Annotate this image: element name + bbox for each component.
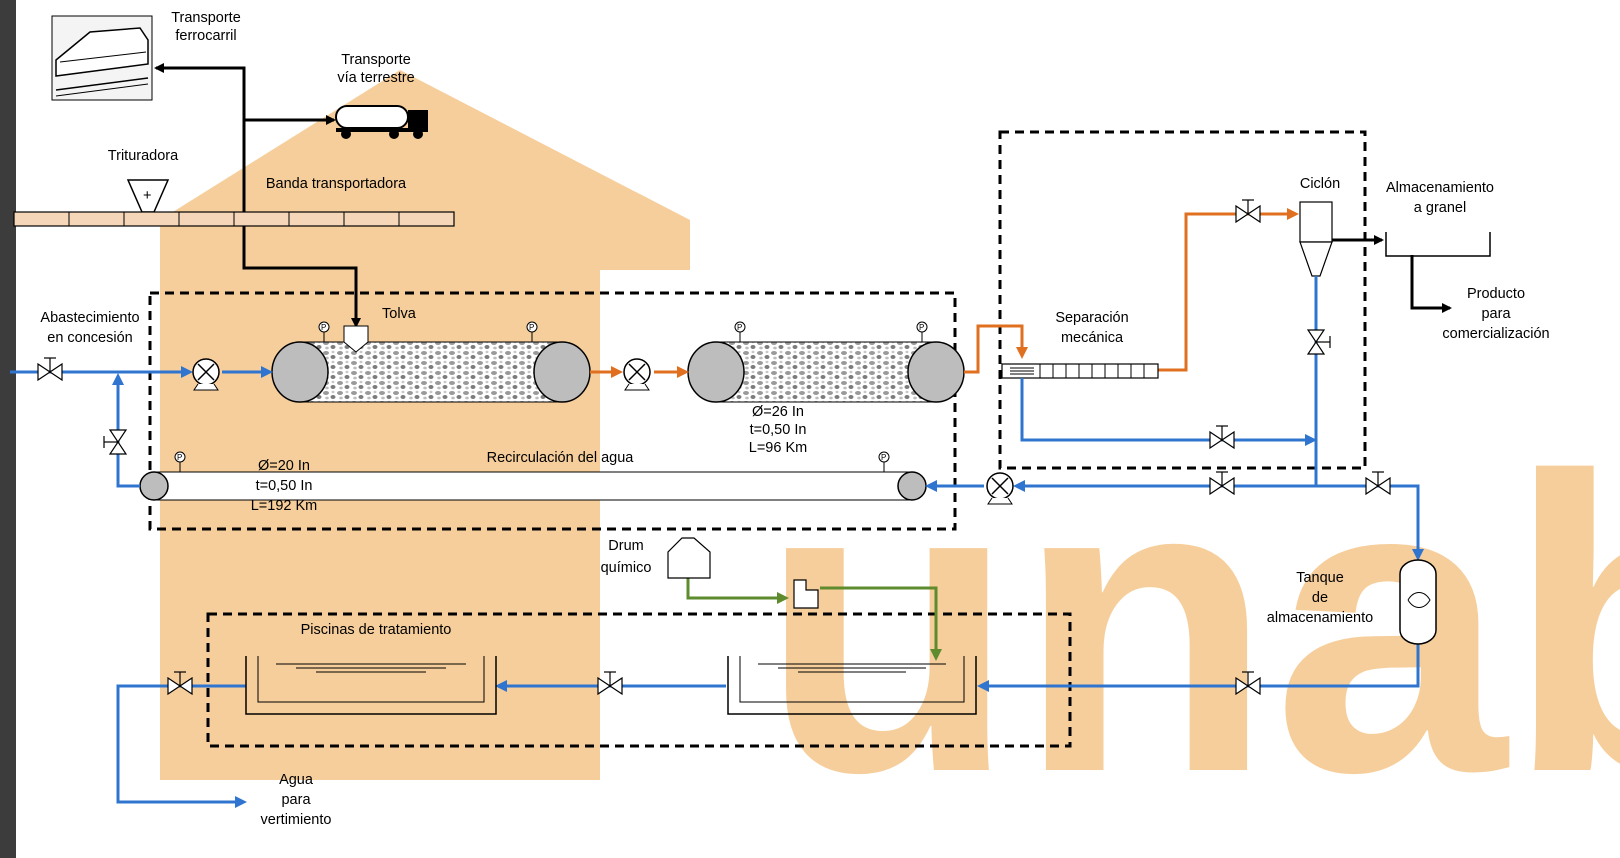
label-product-1: Producto xyxy=(1467,286,1525,302)
pump-icon xyxy=(624,359,650,390)
valve-icon xyxy=(1308,330,1330,354)
train-icon xyxy=(52,16,152,100)
label-tank-1: Tanque xyxy=(1296,570,1344,586)
label-separation-2: mecánica xyxy=(1061,330,1124,346)
label-ponds: Piscinas de tratamiento xyxy=(301,622,452,638)
gauge-label: P xyxy=(529,323,534,332)
label-product-3: comercialización xyxy=(1442,326,1549,342)
gauge-label: P xyxy=(881,453,886,462)
gauge-label: P xyxy=(737,323,742,332)
label-pipe2-length: L=192 Km xyxy=(251,498,318,514)
valve-icon xyxy=(1236,200,1260,222)
label-supply-2: en concesión xyxy=(47,330,132,346)
label-pipe2-diameter: Ø=20 In xyxy=(258,458,310,474)
label-separation-1: Separación xyxy=(1055,310,1128,326)
label-crusher: Trituradora xyxy=(108,148,179,164)
label-recirculation: Recirculación del agua xyxy=(487,450,635,466)
label-product-2: para xyxy=(1481,306,1511,322)
valve-icon xyxy=(104,430,126,454)
pressure-gauge: P xyxy=(917,322,927,342)
chemical-drum xyxy=(668,538,710,578)
label-water-2: para xyxy=(281,792,311,808)
crusher-symbol: + xyxy=(143,188,151,204)
label-pipe1-thickness: t=0,50 In xyxy=(750,422,807,438)
cyclone xyxy=(1300,202,1332,276)
pump-icon xyxy=(987,473,1013,504)
label-hopper: Tolva xyxy=(382,306,417,322)
separation-to-cyclone xyxy=(1158,214,1296,370)
label-train-2: ferrocarril xyxy=(175,28,236,44)
storage-to-product xyxy=(1412,255,1450,308)
label-drum-1: Drum xyxy=(608,538,643,554)
watermark-text: unab xyxy=(760,391,1620,858)
label-pipe1-length: L=96 Km xyxy=(749,440,807,456)
label-storage-2: a granel xyxy=(1414,200,1466,216)
gauge-label: P xyxy=(177,453,182,462)
bulk-storage xyxy=(1386,232,1490,256)
label-water-1: Agua xyxy=(279,772,314,788)
label-train-1: Transporte xyxy=(171,10,241,26)
pump-icon xyxy=(193,359,219,390)
label-cyclone: Ciclón xyxy=(1300,176,1340,192)
label-truck-2: vía terrestre xyxy=(337,70,414,86)
slurry-pipeline-2 xyxy=(688,342,964,402)
label-conveyor: Banda transportadora xyxy=(266,176,407,192)
crusher-hopper: + xyxy=(128,180,168,212)
label-water-3: vertimiento xyxy=(261,812,332,828)
storage-tank xyxy=(1400,560,1436,644)
label-drum-2: químico xyxy=(601,560,652,576)
label-truck-1: Transporte xyxy=(341,52,411,68)
label-pipe1-diameter: Ø=26 In xyxy=(752,404,804,420)
gauge-label: P xyxy=(321,323,326,332)
label-pipe2-thickness: t=0,50 In xyxy=(256,478,313,494)
pressure-gauge: P xyxy=(735,322,745,342)
label-supply-1: Abastecimiento xyxy=(40,310,139,326)
mechanical-separator xyxy=(1002,364,1158,378)
valve-icon xyxy=(598,672,622,694)
valve-icon xyxy=(38,358,62,380)
conveyor-belt xyxy=(14,212,454,226)
label-storage-1: Almacenamiento xyxy=(1386,180,1494,196)
left-edge-bar xyxy=(0,0,16,858)
label-tank-3: almacenamiento xyxy=(1267,610,1373,626)
gauge-label: P xyxy=(919,323,924,332)
label-tank-2: de xyxy=(1312,590,1328,606)
